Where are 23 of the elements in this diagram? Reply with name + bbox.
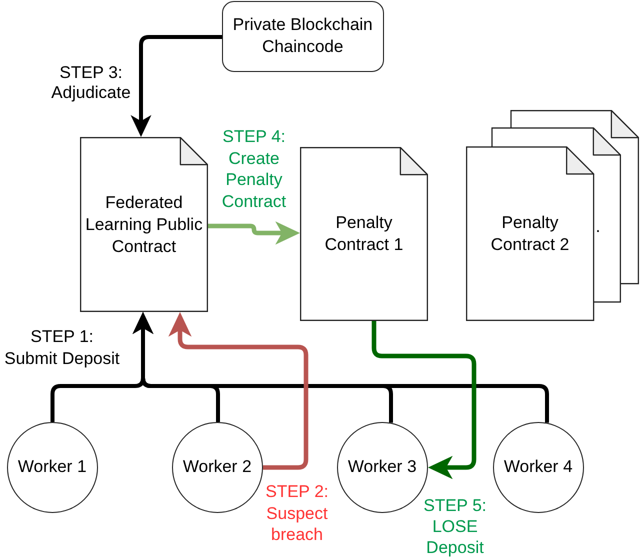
node-label: Private Blockchain Chaincode <box>232 14 374 58</box>
node-label: Worker 1 <box>18 456 87 478</box>
node-label: Penalty Contract 1 <box>324 212 404 256</box>
text-fragment: . <box>596 216 600 238</box>
node-label: Worker 4 <box>504 456 573 478</box>
edge-label: STEP 5: LOSE Deposit <box>422 495 488 558</box>
arrow <box>168 312 308 470</box>
edge-label: STEP 1: Submit Deposit <box>3 326 121 370</box>
rounded-box <box>222 1 384 72</box>
edge-label: STEP 4: Create Penalty Contract <box>220 126 288 213</box>
edge-label: STEP 3: Adjudicate <box>50 63 132 103</box>
node-label: Penalty Contract 2 <box>490 212 570 256</box>
edge-label: STEP 2: Suspect breach <box>264 481 330 546</box>
document-shape <box>300 147 428 321</box>
document-stack <box>466 110 639 321</box>
node-label: Worker 2 <box>182 456 252 478</box>
arrow <box>130 35 222 137</box>
arrow <box>132 312 549 423</box>
arrow <box>372 321 476 480</box>
node-label: Federated Learning Public Contract <box>84 192 204 258</box>
node-label: Worker 3 <box>348 456 417 478</box>
arrow <box>208 221 300 245</box>
document-shape <box>80 137 208 312</box>
